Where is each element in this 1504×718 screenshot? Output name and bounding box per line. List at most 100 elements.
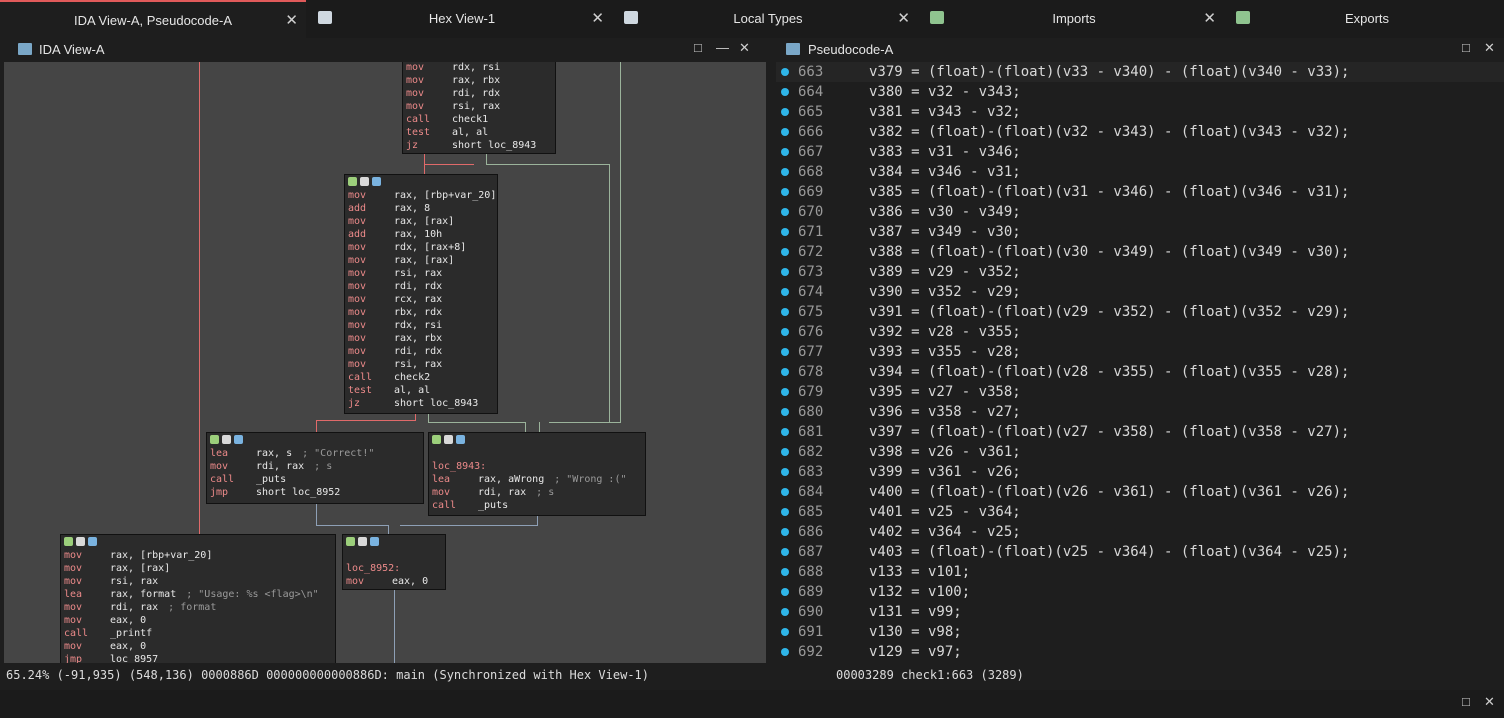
exports-icon — [1236, 11, 1250, 24]
asm-operands: rax, [rax] — [110, 563, 171, 574]
breakpoint-dot-icon[interactable] — [781, 228, 789, 236]
close-icon[interactable]: ✕ — [1484, 694, 1495, 709]
breakpoint-dot-icon[interactable] — [781, 588, 789, 596]
breakpoint-dot-icon[interactable] — [781, 268, 789, 276]
tab-hex-view[interactable]: Hex View-1 ✕ — [312, 0, 612, 38]
breakpoint-dot-icon[interactable] — [781, 388, 789, 396]
asm-operands: rax, format — [110, 589, 177, 600]
breakpoint-dot-icon[interactable] — [781, 628, 789, 636]
breakpoint-dot-icon[interactable] — [781, 648, 789, 656]
breakpoint-dot-icon[interactable] — [781, 528, 789, 536]
breakpoint-dot-icon[interactable] — [781, 108, 789, 116]
close-icon[interactable]: ✕ — [897, 10, 910, 27]
breakpoint-dot-icon[interactable] — [781, 168, 789, 176]
graph-edge — [424, 164, 474, 165]
breakpoint-dot-icon[interactable] — [781, 448, 789, 456]
tab-imports[interactable]: Imports ✕ — [924, 0, 1224, 38]
breakpoint-dot-icon[interactable] — [781, 348, 789, 356]
asm-operands: al, al — [394, 385, 431, 396]
breakpoint-dot-icon[interactable] — [781, 408, 789, 416]
breakpoint-dot-icon[interactable] — [781, 188, 789, 196]
close-icon[interactable]: ✕ — [1203, 10, 1216, 27]
breakpoint-dot-icon[interactable] — [781, 608, 789, 616]
breakpoint-dot-icon[interactable] — [781, 248, 789, 256]
tab-ida-view-pseudocode[interactable]: IDA View-A, Pseudocode-A ✕ — [0, 0, 306, 38]
minimize-icon[interactable]: — — [716, 40, 729, 55]
asm-comment: ; "Wrong :(" — [554, 474, 627, 485]
breakpoint-dot-icon[interactable] — [781, 88, 789, 96]
close-icon[interactable]: ✕ — [1484, 40, 1495, 55]
asm-mnemonic: mov — [348, 294, 367, 305]
breakpoint-dot-icon[interactable] — [781, 568, 789, 576]
breakpoint-dot-icon[interactable] — [781, 468, 789, 476]
restore-icon[interactable]: □ — [694, 40, 702, 55]
tab-exports[interactable]: Exports — [1230, 0, 1504, 38]
close-icon[interactable]: ✕ — [591, 10, 604, 27]
breakpoint-dot-icon[interactable] — [781, 488, 789, 496]
breakpoint-dot-icon[interactable] — [781, 328, 789, 336]
graph-edge — [424, 164, 425, 174]
asm-operands: rsi, rax — [394, 359, 443, 370]
breakpoint-dot-icon[interactable] — [781, 368, 789, 376]
tab-local-types[interactable]: Local Types ✕ — [618, 0, 918, 38]
asm-operands: short loc_8943 — [452, 140, 537, 151]
breakpoint-dot-icon[interactable] — [781, 148, 789, 156]
restore-icon[interactable]: □ — [1462, 694, 1470, 709]
asm-mnemonic: mov — [64, 602, 83, 613]
breakpoint-dot-icon[interactable] — [781, 208, 789, 216]
breakpoint-dot-icon[interactable] — [781, 128, 789, 136]
code-text: v379 = (float)-(float)(v33 - v340) - (fl… — [869, 64, 1350, 80]
breakpoint-dot-icon[interactable] — [781, 68, 789, 76]
restore-icon[interactable]: □ — [1462, 40, 1470, 55]
breakpoint-dot-icon[interactable] — [781, 308, 789, 316]
breakpoint-dot-icon[interactable] — [781, 288, 789, 296]
breakpoint-dot-icon[interactable] — [781, 508, 789, 516]
breakpoint-dot-icon[interactable] — [781, 428, 789, 436]
breakpoint-dot-icon[interactable] — [781, 548, 789, 556]
asm-mnemonic: lea — [64, 589, 83, 600]
close-icon[interactable]: ✕ — [739, 40, 750, 55]
line-number: 671 — [798, 224, 824, 240]
close-icon[interactable]: ✕ — [285, 12, 298, 29]
